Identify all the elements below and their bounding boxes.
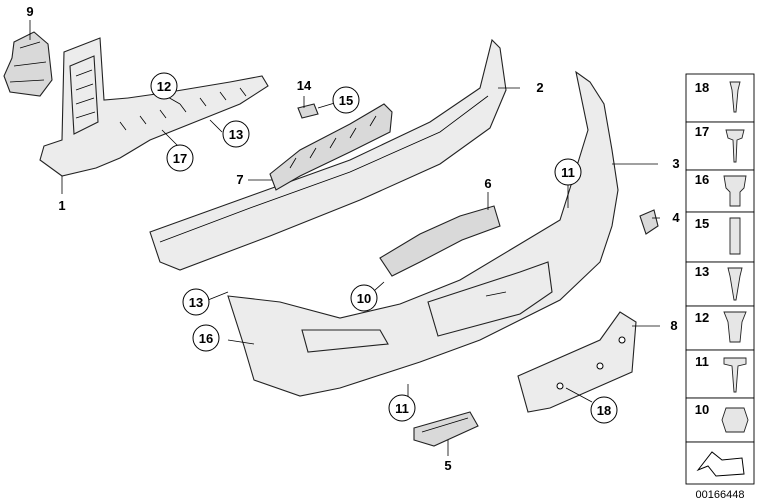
callout-17: 17 xyxy=(173,151,187,166)
fastener-panel: 18 17 16 15 13 12 11 10 xyxy=(685,73,755,485)
callout-2: 2 xyxy=(536,80,543,95)
screw-11-icon xyxy=(723,357,747,393)
screw-18-icon xyxy=(729,81,741,113)
part-14-clip xyxy=(297,103,319,119)
part-5-reflector xyxy=(413,411,479,447)
callout-16: 16 xyxy=(199,331,213,346)
part-9-bracket xyxy=(3,31,53,97)
circled-callouts: 12 13 17 15 11 13 16 10 11 18 xyxy=(150,72,618,424)
fastener-label-11: 11 xyxy=(695,354,709,369)
callout-labels: 9 1 2 3 4 5 6 7 8 14 xyxy=(26,4,680,473)
fastener-cell-18 xyxy=(685,73,755,123)
screw-15-icon xyxy=(729,217,741,255)
callout-12: 12 xyxy=(157,79,171,94)
fastener-label-17: 17 xyxy=(695,124,709,139)
fastener-label-10: 10 xyxy=(695,402,709,417)
direction-arrow-icon xyxy=(696,451,745,477)
callout-13-top: 13 xyxy=(229,127,243,142)
callout-4: 4 xyxy=(672,210,680,225)
fastener-label-13: 13 xyxy=(695,264,709,279)
part-3-bumper-cover xyxy=(227,70,619,397)
callout-11-bottom: 11 xyxy=(395,401,409,416)
callout-3: 3 xyxy=(672,156,679,171)
callout-13-bottom: 13 xyxy=(189,295,203,310)
diagram-code: 00166448 xyxy=(696,489,745,501)
callout-6: 6 xyxy=(484,176,491,191)
part-4-clip xyxy=(639,209,659,235)
fastener-label-15: 15 xyxy=(695,216,709,231)
callout-15: 15 xyxy=(339,93,353,108)
callout-9: 9 xyxy=(26,4,33,19)
callout-7: 7 xyxy=(236,172,243,187)
fastener-label-18: 18 xyxy=(695,80,709,95)
callout-8: 8 xyxy=(670,318,677,333)
screw-12-icon xyxy=(723,311,747,343)
callout-14: 14 xyxy=(297,78,312,93)
callout-18: 18 xyxy=(597,403,611,418)
fastener-label-16: 16 xyxy=(695,172,709,187)
nut-10-icon xyxy=(721,407,749,433)
fastener-label-12: 12 xyxy=(695,310,709,325)
part-2-trim-panel xyxy=(149,38,507,271)
part-8-plate-carrier xyxy=(517,311,637,413)
callout-1: 1 xyxy=(58,198,65,213)
fastener-cell-15 xyxy=(685,211,755,263)
screw-13-icon xyxy=(727,267,743,301)
screw-17-icon xyxy=(725,129,745,163)
screw-16-icon xyxy=(723,175,747,207)
part-7-bracket xyxy=(269,103,393,191)
callout-10: 10 xyxy=(357,291,371,306)
callout-11-top: 11 xyxy=(561,165,575,180)
part-1-carrier xyxy=(39,37,269,177)
part-6-bracket xyxy=(379,205,501,277)
callout-5: 5 xyxy=(444,458,451,473)
